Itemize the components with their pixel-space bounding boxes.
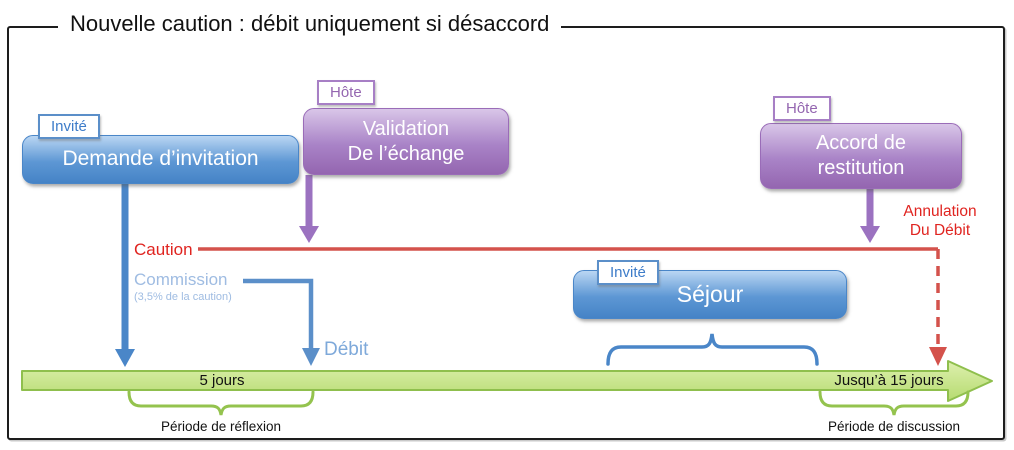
node-accord-restitution: Accord de restitution	[760, 123, 962, 189]
node-demande-label: Demande d’invitation	[62, 147, 259, 171]
tag-invite-demande: Invité	[38, 114, 100, 139]
tag-invite-sejour: Invité	[597, 260, 659, 285]
node-demande-invitation: Demande d’invitation	[22, 135, 299, 184]
commission-label: Commission	[134, 270, 228, 289]
brace-sejour	[606, 333, 819, 366]
tag-hote-accord: Hôte	[773, 96, 831, 121]
timeline-arrow	[21, 360, 993, 402]
node-validation-echange: Validation De l’échange	[303, 108, 509, 175]
arrow-caution-head	[929, 347, 947, 366]
node-accord-line2: restitution	[817, 157, 905, 179]
annulation-line2: Du Débit	[909, 222, 971, 239]
caution-label: Caution	[134, 240, 193, 259]
node-validation-line1: Validation	[362, 117, 450, 140]
node-sejour-label: Séjour	[676, 281, 744, 308]
arrow-commission-shaft	[243, 278, 314, 350]
timeline-first-period: 5 jours	[199, 372, 245, 389]
annulation-label: Annulation Du Débit	[890, 202, 990, 240]
brace-periode-reflexion	[127, 390, 315, 416]
arrow-invitation-head	[115, 349, 135, 367]
annulation-line1: Annulation	[903, 203, 977, 220]
arrow-commission-head	[302, 348, 320, 366]
arrow-accord-head	[860, 226, 880, 243]
node-accord-line1: Accord de	[815, 132, 907, 154]
periode-discussion-label: Période de discussion	[827, 419, 961, 434]
diagram-title: Nouvelle caution : débit uniquement si d…	[58, 11, 562, 37]
arrow-validation-head	[299, 226, 319, 243]
commission-note: (3,5% de la caution)	[134, 291, 232, 303]
brace-periode-discussion	[818, 390, 970, 416]
node-validation-line2: De l’échange	[347, 142, 465, 165]
tag-hote-validation: Hôte	[317, 80, 375, 105]
periode-reflexion-label: Période de réflexion	[160, 419, 282, 434]
timeline-second-period: Jusqu’à 15 jours	[834, 372, 944, 389]
debit-label: Débit	[324, 339, 369, 360]
